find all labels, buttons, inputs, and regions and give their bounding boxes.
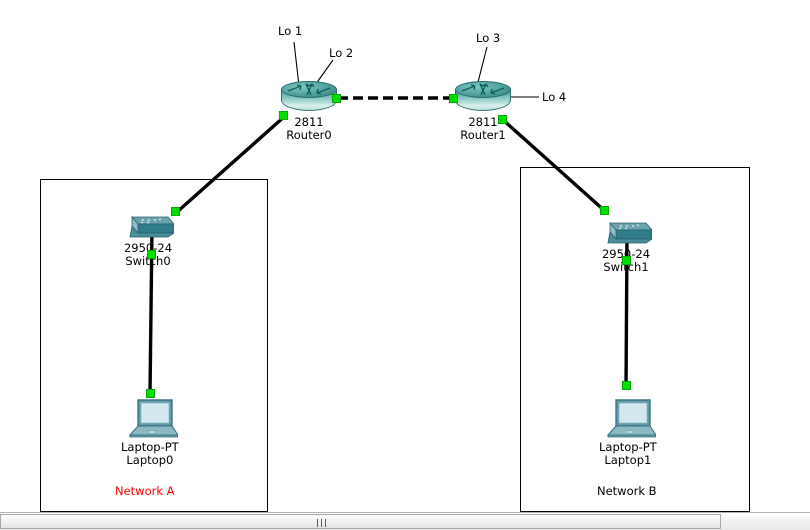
device-name-label: Laptop0 — [126, 453, 174, 467]
device-switch0[interactable]: 2950-24 Switch0 — [122, 211, 176, 268]
network-b-boundary — [520, 167, 750, 512]
switch-icon — [600, 217, 654, 247]
device-model-label: Laptop-PT — [121, 440, 179, 454]
interface-label-lo4: Lo 4 — [542, 90, 567, 104]
link-status-dot-router1-fa0 — [498, 115, 507, 124]
device-name-label: Router1 — [460, 128, 506, 142]
link-status-dot-switch1-access — [622, 256, 631, 265]
device-name-label: Router0 — [286, 128, 332, 142]
device-model-label: 2811 — [294, 115, 324, 129]
scrollbar-grip-icon — [317, 519, 327, 527]
device-model-label: 2950-24 — [601, 247, 651, 261]
laptop-icon — [122, 396, 179, 440]
network-a-boundary — [40, 179, 268, 512]
router-icon — [455, 81, 511, 115]
link-status-dot-switch0-access — [147, 250, 156, 259]
device-laptop0[interactable]: Laptop-PT Laptop0 — [121, 396, 179, 467]
link-status-dot-laptop0 — [146, 389, 155, 398]
device-switch1[interactable]: 2950-24 Switch1 — [600, 217, 654, 274]
device-router0[interactable]: 2811 Router0 — [281, 81, 337, 142]
topology-canvas[interactable]: Lo 1 Lo 2 Lo 3 Lo 4 2811 Router0 — [0, 0, 810, 512]
device-model-label: Laptop-PT — [599, 440, 657, 454]
device-name-label: Laptop1 — [604, 453, 652, 467]
network-b-caption: Network B — [597, 484, 657, 498]
link-status-dot-router0-fa0 — [279, 111, 288, 120]
switch-icon — [122, 211, 176, 241]
device-name-label: Switch1 — [603, 260, 649, 274]
laptop-icon — [600, 396, 657, 440]
link-status-dot-switch0-uplink — [171, 207, 180, 216]
router-icon — [281, 81, 337, 115]
interface-label-lo1: Lo 1 — [278, 24, 303, 38]
horizontal-scrollbar[interactable] — [0, 512, 810, 530]
device-model-label: 2950-24 — [123, 241, 173, 255]
device-model-label: 2811 — [468, 115, 498, 129]
interface-label-lo3: Lo 3 — [476, 31, 501, 45]
link-status-dot-switch1-uplink — [600, 206, 609, 215]
interface-label-lo2: Lo 2 — [329, 46, 354, 60]
scrollbar-thumb[interactable] — [0, 514, 721, 529]
device-router1[interactable]: 2811 Router1 — [455, 81, 511, 142]
network-a-caption: Network A — [115, 484, 175, 498]
link-status-dot-laptop1 — [622, 381, 631, 390]
link-status-dot-router0-serial — [332, 94, 341, 103]
leader-lo1 — [293, 41, 300, 87]
link-status-dot-router1-serial — [449, 94, 458, 103]
device-name-label: Switch0 — [125, 254, 171, 268]
device-laptop1[interactable]: Laptop-PT Laptop1 — [599, 396, 657, 467]
